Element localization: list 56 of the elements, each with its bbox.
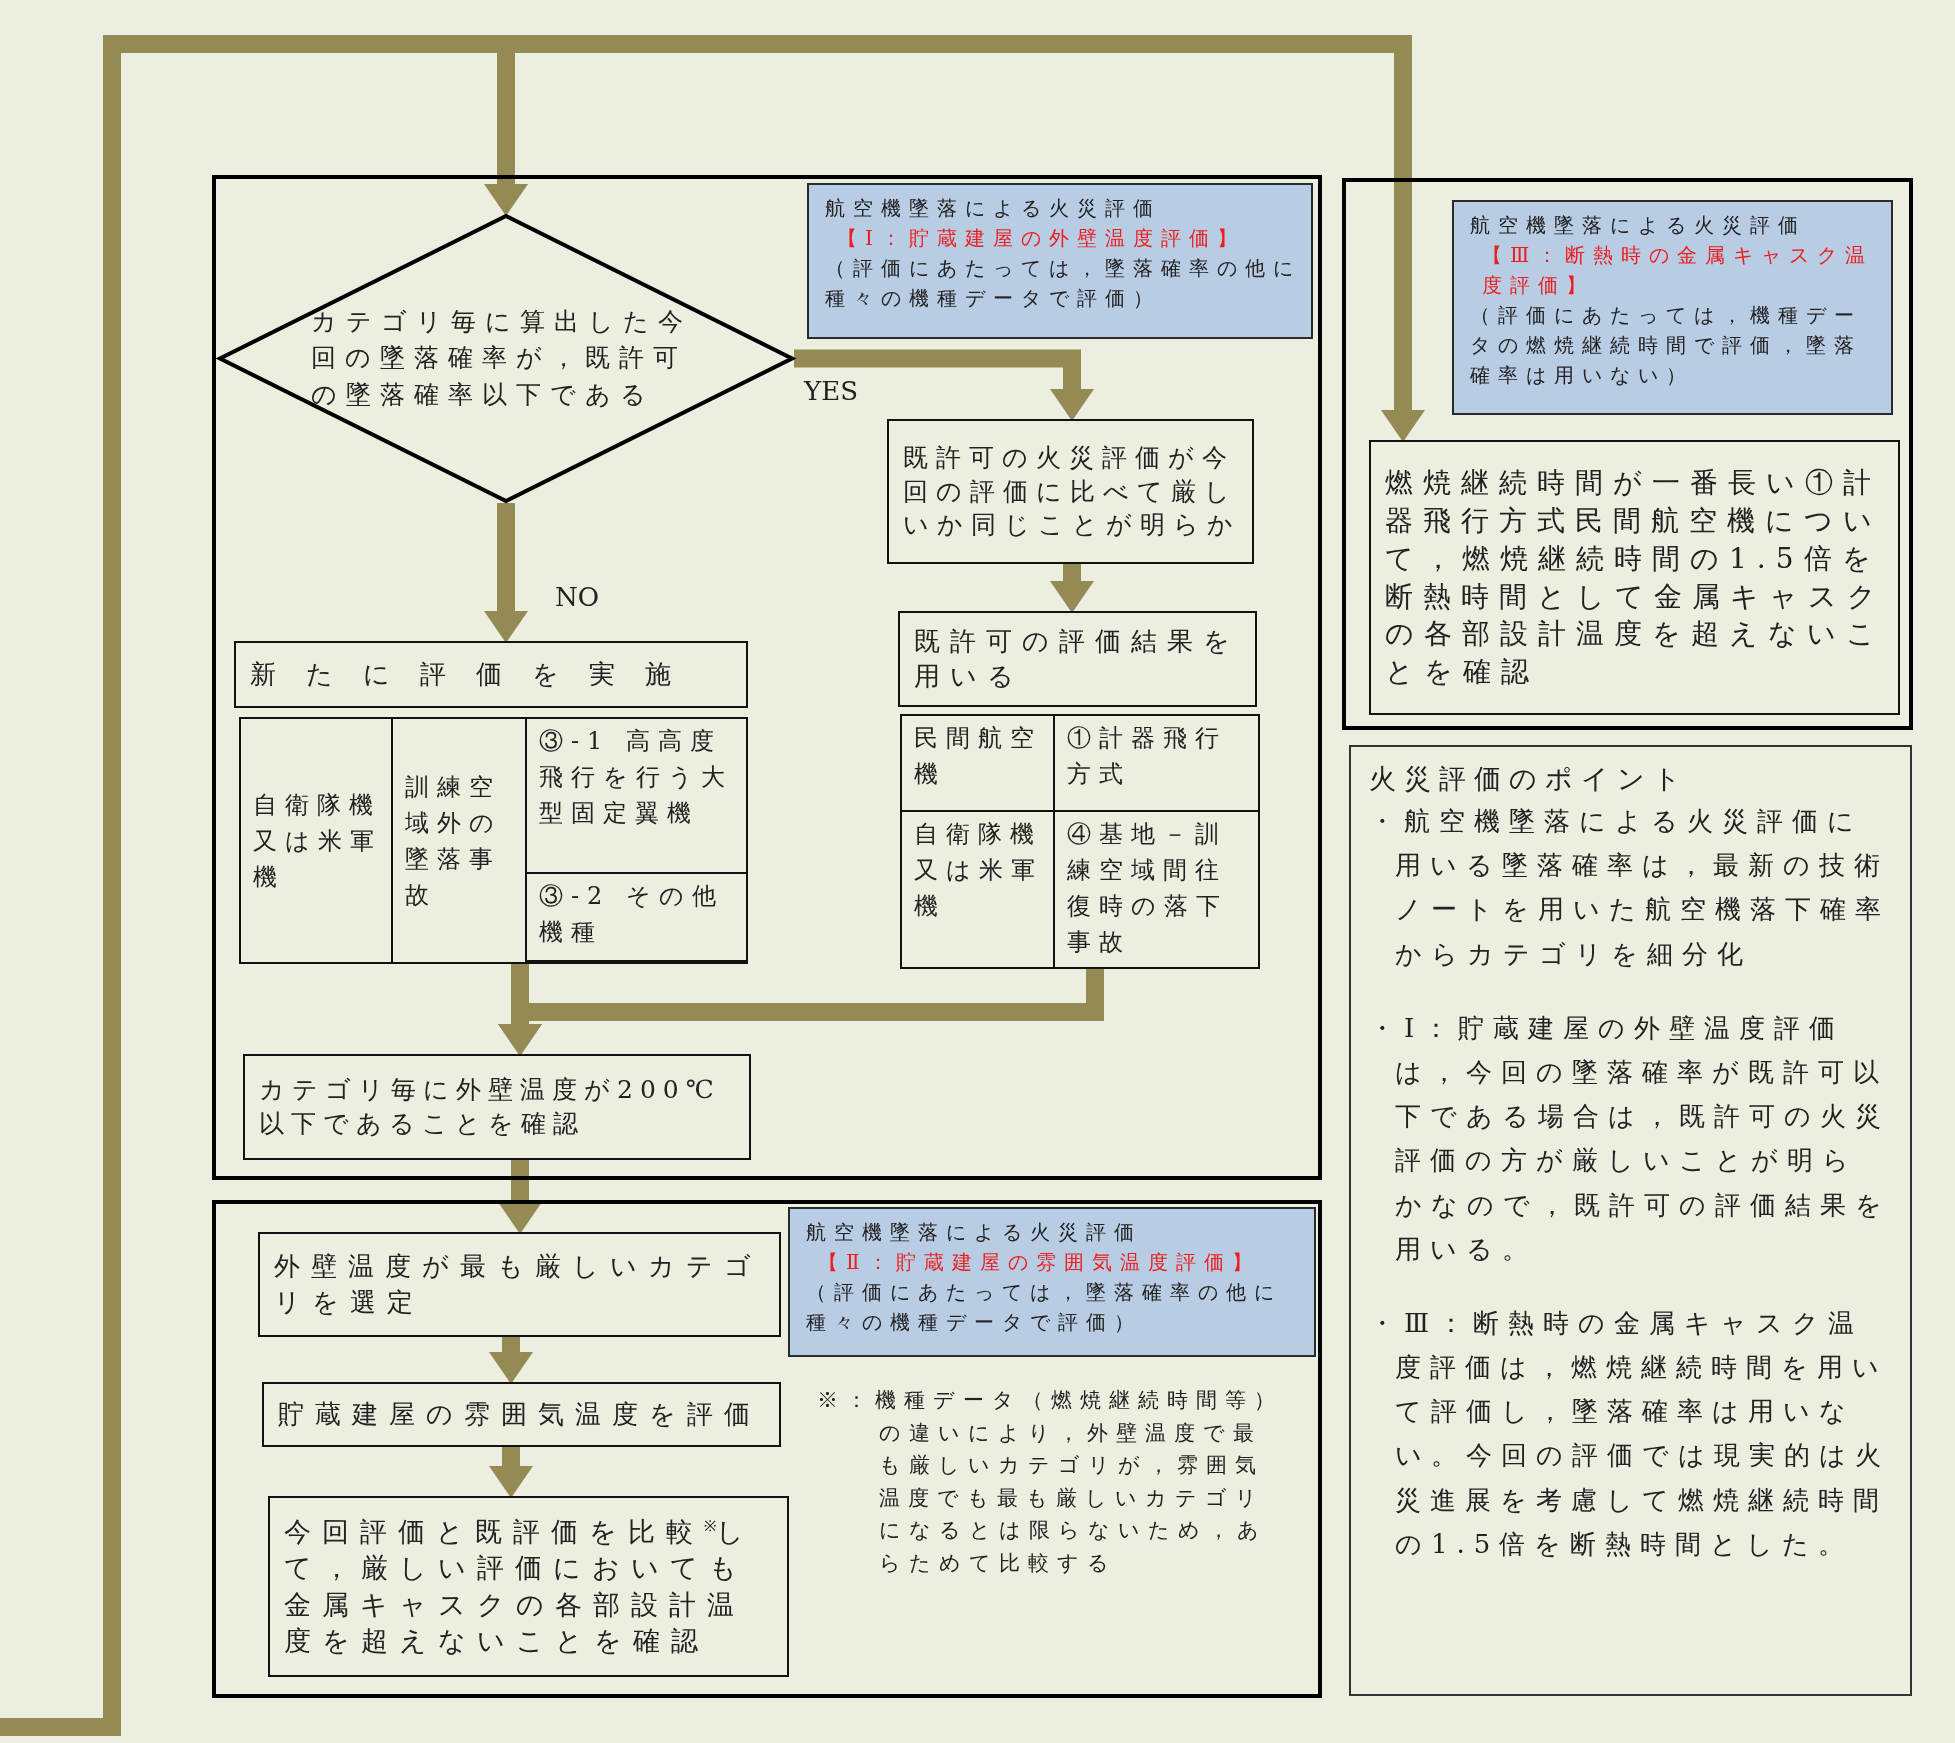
arrow xyxy=(1050,564,1094,613)
table-cell: 民間航空機 xyxy=(902,716,1053,810)
table-cell: 訓練空域外の墜落事故 xyxy=(393,719,525,962)
table-cell: 自衛隊機又は米軍機 xyxy=(241,719,391,962)
process-text: 既許可の評価結果を用いる xyxy=(914,624,1241,693)
arrow xyxy=(498,1160,542,1234)
note-text: （評価にあたっては，墜落確率の他に種々の機種データで評価） xyxy=(806,1279,1283,1336)
process-box xyxy=(898,611,1257,707)
note-title: 航空機墜落による火災評価 xyxy=(1470,212,1807,239)
table-cell: ④基地－訓練空域間往復時の落下事故 xyxy=(1055,812,1258,967)
process-text: 今回評価と既評価を比較$^{※}$して，厳しい評価においても金属キャスクの各部設計温度を超えないことを確認 xyxy=(284,1514,756,1658)
note-text: （評価にあたっては，機種データの燃焼継続時間で評価，墜落確率は用いない） xyxy=(1470,302,1863,389)
process-text: 外壁温度が最も厳しいカテゴリを選定 xyxy=(274,1250,763,1319)
arrow xyxy=(484,503,528,643)
arrow xyxy=(489,1447,533,1498)
note-title: 航空機墜落による火災評価 xyxy=(806,1219,1143,1246)
process-box xyxy=(1369,440,1900,715)
bullet-text: ・Ⅲ：断熱時の金属キャスク温度評価は，燃焼継続時間を用いて評価し，墜落確率は用いない。今回の評価では現実的は火災進展を考慮して燃焼継続時間の1.5倍を断熱時間とした。 xyxy=(1369,1306,1891,1561)
section-frame xyxy=(212,1200,1322,1698)
panel-title: 火災評価のポイント xyxy=(1369,762,1690,796)
process-box xyxy=(258,1232,781,1337)
section-frame xyxy=(212,175,1322,1180)
table-grid xyxy=(239,717,748,964)
note-title: 航空機墜落による火災評価 xyxy=(825,195,1162,222)
footnote-text: ※：機種データ（燃焼継続時間等）の違いにより，外壁温度で最も厳しいカテゴリが，雰囲気温度でも最も厳しいカテゴリになるとは限らないため，あらためて比較する xyxy=(817,1387,1284,1577)
process-box xyxy=(234,641,748,708)
table-cell: ③-2 その他機種 xyxy=(527,874,746,960)
note-heading: 【Ⅲ：断熱時の金属キャスク温度評価】 xyxy=(1481,242,1875,299)
table-cell: 自衛隊機又は米軍機 xyxy=(902,812,1053,967)
process-text: 燃焼継続時間が一番長い①計器飛行方式民間航空機について，燃焼継続時間の1.5倍を断熱時間として金属キャスクの各部設計温度を超えないことを確認 xyxy=(1385,465,1887,691)
note-box xyxy=(788,1207,1316,1357)
process-text: 既許可の火災評価が今回の評価に比べて厳しいか同じことが明らか xyxy=(903,441,1242,542)
bullet-text: ・Ⅰ：貯蔵建屋の外壁温度評価は，今回の墜落確率が既許可以下である場合は，既許可の火災評価の方が厳しいことが明らかなので，既許可の評価結果を用いる。 xyxy=(1369,1011,1892,1266)
table-cell: ③-1 高高度飛行を行う大型固定翼機 xyxy=(527,719,746,872)
decision-text: カテゴリ毎に算出した今回の墜落確率が，既許可の墜落確率以下である xyxy=(311,306,693,411)
process-box xyxy=(243,1054,751,1160)
note-heading: 【Ⅰ：貯蔵建屋の外壁温度評価】 xyxy=(836,225,1246,252)
process-text: 新たに評価を実施 xyxy=(250,657,701,691)
arrow xyxy=(498,969,1104,1056)
note-heading: 【Ⅱ：貯蔵建屋の雰囲気温度評価】 xyxy=(817,1249,1261,1276)
note-box xyxy=(807,183,1313,339)
bullet-text: ・航空機墜落による火災評価に用いる墜落確率は，最新の技術ノートを用いた航空機落下確率からカテゴリを細分化 xyxy=(1369,805,1891,971)
process-box xyxy=(262,1382,781,1447)
note-text: （評価にあたっては，墜落確率の他に種々の機種データで評価） xyxy=(825,255,1301,312)
section-frame xyxy=(1342,178,1913,730)
notes-panel xyxy=(1349,745,1912,1696)
process-box xyxy=(268,1496,789,1677)
process-text: カテゴリ毎に外壁温度が200℃以下であることを確認 xyxy=(259,1074,722,1140)
arrow xyxy=(489,1337,533,1384)
table-cell: ①計器飛行方式 xyxy=(1055,716,1258,810)
note-box xyxy=(1452,200,1893,415)
table-grid xyxy=(900,714,1260,969)
arrow xyxy=(794,349,1094,421)
decision-diamond xyxy=(218,214,794,503)
process-box xyxy=(887,419,1254,564)
process-text: 貯蔵建屋の雰囲気温度を評価 xyxy=(278,1397,761,1431)
